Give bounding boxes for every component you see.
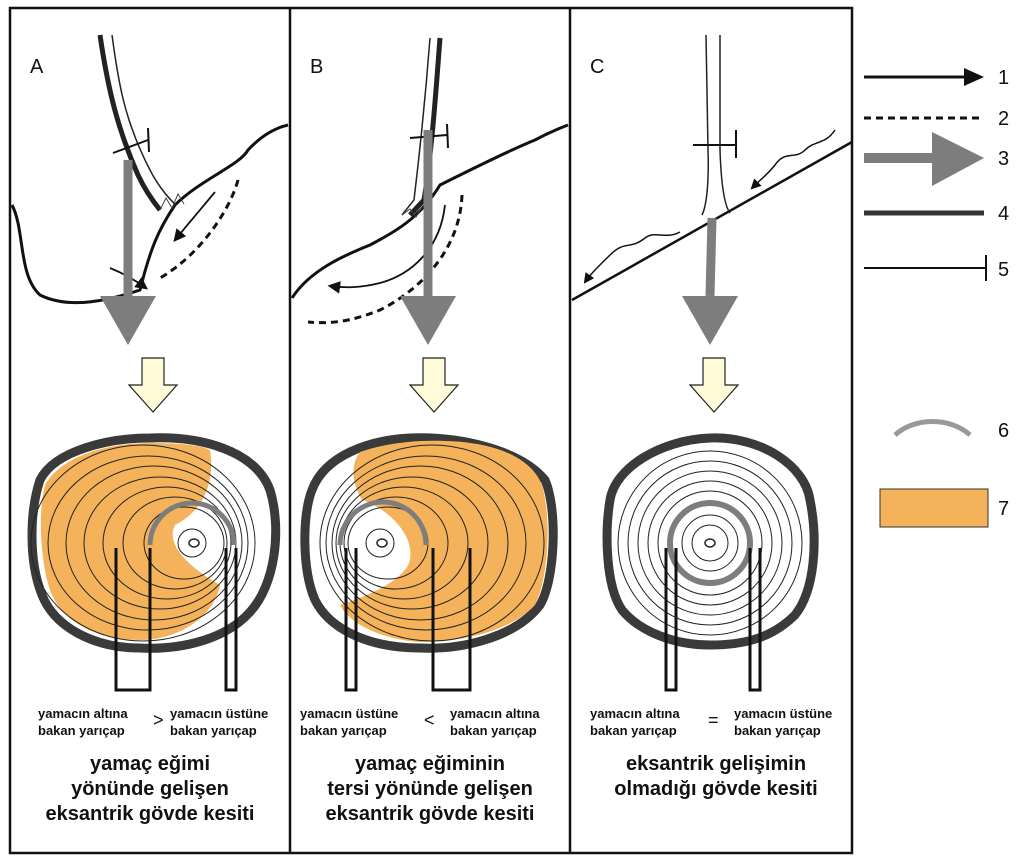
- compression-side: [97, 34, 162, 212]
- legend-number: 1: [998, 67, 1009, 89]
- left-radius-label: bakan yarıçap: [300, 723, 387, 738]
- caption-line: eksantrik gövde kesiti: [326, 803, 535, 825]
- pith-zone: [365, 528, 395, 558]
- t-bar: [112, 139, 149, 154]
- legend-item: 4: [864, 203, 1009, 225]
- legend-number: 6: [998, 420, 1009, 442]
- legend-item: 3: [864, 132, 1009, 186]
- pale-down-arrow: [688, 357, 740, 413]
- legend-item: 1: [864, 67, 1009, 89]
- upper-radius-bracket: [344, 548, 358, 692]
- pith: [376, 538, 388, 548]
- movement-arrow: [327, 204, 446, 294]
- movement-arrow: [173, 191, 216, 242]
- upper-radius-bracket: [224, 548, 238, 692]
- dashed-line: [307, 194, 464, 325]
- pale-down-arrow: [408, 357, 460, 413]
- legend: 1 2 3 4 5 6 7: [864, 67, 1009, 528]
- growth-rings: [617, 450, 803, 636]
- lower-radius-bracket: [664, 548, 678, 692]
- gray-ring: [667, 500, 753, 586]
- gray-arc-icon: [893, 419, 972, 437]
- caption-line: eksantrik gelişimin: [626, 753, 806, 775]
- legend-number: 3: [998, 148, 1009, 170]
- right-radius-label: yamacın üstüne: [734, 706, 832, 721]
- legend-item: 5: [864, 255, 1009, 281]
- right-radius-label: bakan yarıçap: [450, 723, 537, 738]
- pale-down-arrow: [127, 357, 179, 413]
- gravity-arrow-head: [400, 296, 456, 345]
- trunk-outline: [719, 35, 731, 214]
- pith: [704, 538, 716, 548]
- legend-item: 2: [864, 108, 1009, 130]
- movement-arrow: [750, 129, 836, 190]
- lower-radius-bracket: [114, 548, 152, 692]
- panel-letter: C: [590, 56, 604, 78]
- trunk-outline: [401, 37, 431, 216]
- ground-profile: [10, 123, 289, 305]
- legend-number: 5: [998, 259, 1009, 281]
- lower-radius-bracket: [431, 548, 472, 692]
- gray-arc: [147, 500, 237, 546]
- dashed-line: [159, 179, 240, 280]
- panel-b: B yamacın üstüne bakan yarıçap <: [290, 37, 569, 825]
- legend-number: 4: [998, 203, 1009, 225]
- legend-number: 7: [998, 498, 1009, 520]
- caption-line: olmadığı gövde kesiti: [614, 778, 817, 800]
- upper-radius-bracket: [748, 548, 762, 692]
- comparison-sign: <: [424, 710, 435, 730]
- left-radius-label: yamacın üstüne: [300, 706, 398, 721]
- left-radius-label: bakan yarıçap: [38, 723, 125, 738]
- legend-item: 6: [893, 419, 1009, 442]
- right-radius-label: bakan yarıçap: [170, 723, 257, 738]
- roots: [159, 192, 185, 211]
- caption-line: yamaç eğiminin: [355, 753, 505, 775]
- movement-arrow: [583, 231, 681, 284]
- left-radius-label: yamacın altına: [590, 706, 680, 721]
- trunk-outline: [111, 34, 177, 206]
- t-bar: [446, 123, 449, 149]
- caption-line: yamaç eğimi: [90, 753, 210, 775]
- panel-letter: B: [310, 56, 323, 78]
- gray-arc: [337, 499, 429, 546]
- roots: [401, 206, 423, 218]
- pith: [188, 538, 200, 548]
- trunk-outline: [701, 34, 709, 216]
- reaction-wood: [40, 443, 220, 640]
- legend-item: 7: [879, 488, 1009, 528]
- comparison-sign: >: [153, 710, 164, 730]
- orange-box-icon: [879, 488, 989, 528]
- gravity-arrow: [705, 217, 717, 297]
- figure-frame: [8, 6, 854, 855]
- left-radius-label: bakan yarıçap: [590, 723, 677, 738]
- reaction-wood: [340, 440, 548, 642]
- caption-line: eksantrik gövde kesiti: [46, 803, 255, 825]
- t-bar: [147, 127, 150, 153]
- solid-arrow-icon: [964, 68, 984, 86]
- caption-line: yönünde gelişen: [71, 778, 229, 800]
- gravity-arrow-head: [100, 296, 156, 345]
- right-radius-label: bakan yarıçap: [734, 723, 821, 738]
- legend-number: 2: [998, 108, 1009, 130]
- gravity-arrow-head: [682, 296, 738, 345]
- panel-letter: A: [30, 56, 44, 78]
- gray-arrow-icon: [932, 132, 984, 186]
- panel-a: A: [10, 34, 289, 825]
- left-radius-label: yamacın altına: [38, 706, 128, 721]
- comparison-sign: =: [708, 710, 719, 730]
- right-radius-label: yamacın üstüne: [170, 706, 268, 721]
- right-radius-label: yamacın altına: [450, 706, 540, 721]
- ground-profile: [290, 123, 569, 299]
- pith-zone: [177, 528, 207, 558]
- caption-line: tersi yönünde gelişen: [327, 778, 533, 800]
- panel-c: C yamacın altına bakan yarıçap = yamacın…: [571, 34, 853, 800]
